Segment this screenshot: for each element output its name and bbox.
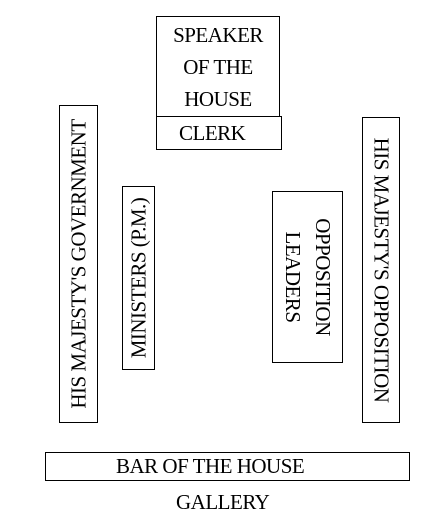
government-bench: HIS MAJESTY'S GOVERNMENT bbox=[59, 105, 98, 423]
gallery-label: GALLERY bbox=[176, 490, 270, 514]
opposition-leaders-line-1: OPPOSITION bbox=[310, 218, 335, 336]
bar-of-house: BAR OF THE HOUSE bbox=[45, 452, 410, 481]
speaker-box: SPEAKER OF THE HOUSE bbox=[156, 16, 280, 117]
bar-label: BAR OF THE HOUSE bbox=[116, 454, 305, 478]
opposition-bench: HIS MAJESTY'S OPPOSITION bbox=[362, 117, 400, 423]
opposition-label: HIS MAJESTY'S OPPOSITION bbox=[369, 137, 394, 403]
speaker-label-line-1: SPEAKER bbox=[173, 22, 263, 47]
speaker-label-line-2: OF THE bbox=[183, 54, 253, 79]
ministers-bench: MINISTERS (P.M.) bbox=[122, 186, 155, 370]
opposition-leaders-bench: OPPOSITION LEADERS bbox=[272, 191, 343, 363]
clerk-box: CLERK bbox=[156, 116, 282, 150]
opposition-leaders-label: OPPOSITION LEADERS bbox=[278, 218, 338, 336]
clerk-label: CLERK bbox=[179, 121, 246, 145]
government-label: HIS MAJESTY'S GOVERNMENT bbox=[66, 119, 90, 409]
opposition-leaders-line-2: LEADERS bbox=[280, 231, 305, 323]
ministers-label: MINISTERS (P.M.) bbox=[126, 197, 150, 359]
speaker-label-line-3: HOUSE bbox=[184, 86, 252, 111]
